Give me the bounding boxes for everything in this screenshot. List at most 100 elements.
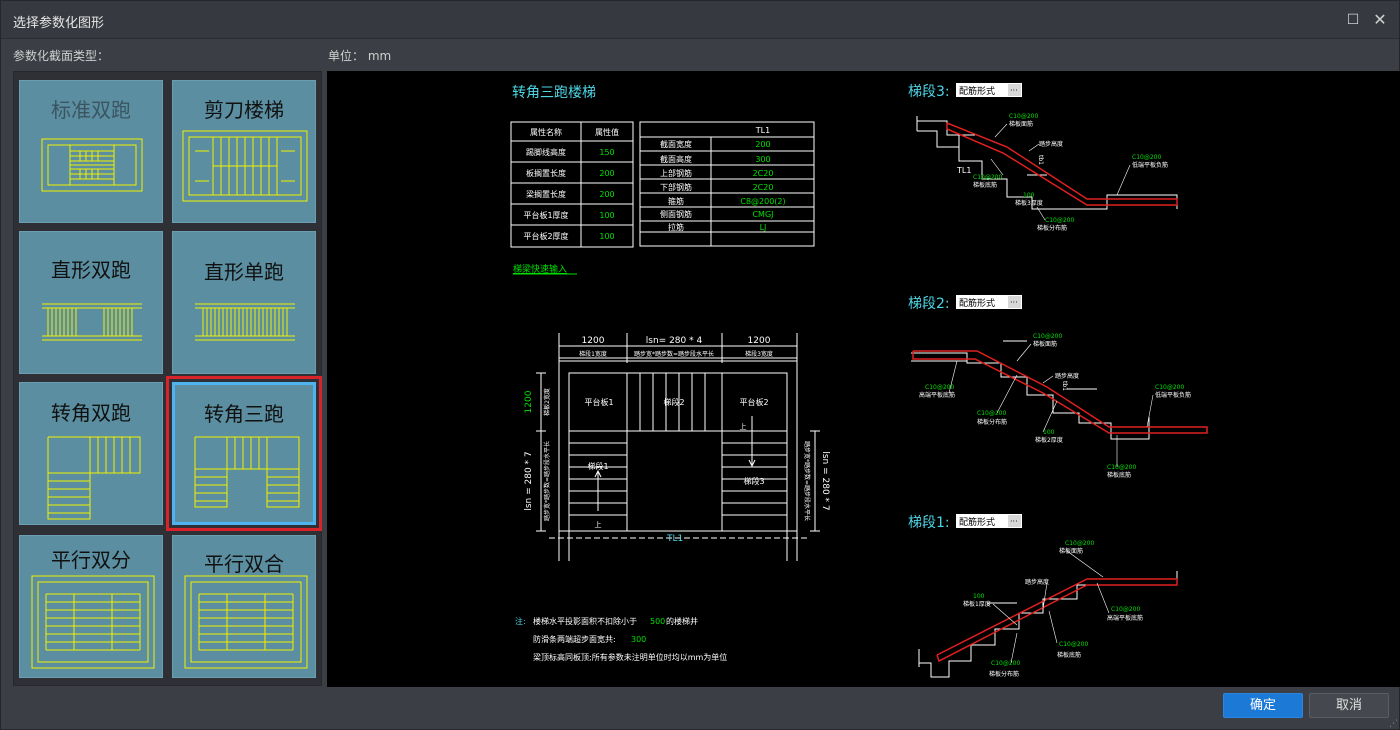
rebar-code: C10@200 <box>1132 154 1161 161</box>
rebar-code: C10@200 <box>991 660 1020 667</box>
rebar-desc: 梯板底筋 <box>1107 471 1131 479</box>
table1-cell: 踢脚线高度 <box>526 147 566 157</box>
section-label: 梯段1: <box>908 515 950 531</box>
quick-input-link[interactable]: 梯梁快速输入 <box>513 263 567 275</box>
table1-value[interactable]: 150 <box>599 148 614 157</box>
shape-grid: 标准双跑 剪刀楼梯 <box>13 71 322 686</box>
section2-rebar <box>912 350 1208 434</box>
stair-plan-icon <box>184 575 308 669</box>
tile-straight-single[interactable]: 直形单跑 <box>172 231 316 374</box>
rebar-desc: 高端平板底筋 <box>1107 614 1143 622</box>
up-mark: 上 <box>595 520 602 529</box>
note1-b: 的楼梯井 <box>666 616 698 626</box>
tile-label: 转角双跑 <box>51 401 131 425</box>
more-icon-glyph: ··· <box>1010 298 1018 307</box>
table1-cell: 平台板2厚度 <box>523 231 568 241</box>
tile-parallel-split[interactable]: 平行双分 <box>19 535 163 678</box>
table2-value[interactable]: C8@200(2) <box>740 197 785 206</box>
more-icon[interactable] <box>1008 515 1021 527</box>
note1-num: 500 <box>650 617 665 626</box>
maximize-icon[interactable]: ☐ <box>1346 12 1360 28</box>
more-icon-glyph: ··· <box>1010 86 1018 95</box>
stair-plan-icon <box>182 130 308 202</box>
rebar-desc: 梯板面筋 <box>1009 120 1033 128</box>
label-platform1: 平台板1 <box>584 397 613 407</box>
tile-label: 直形单跑 <box>204 260 284 284</box>
table1-value[interactable]: 100 <box>599 232 614 241</box>
more-icon[interactable] <box>1008 84 1021 96</box>
beam-label: TL1 <box>666 534 683 544</box>
tile-corner-double[interactable]: 转角双跑 <box>19 382 163 525</box>
beam-tag: TL1 <box>956 166 971 175</box>
thickness-tag: tb1 <box>1037 155 1044 165</box>
table2-cell: 上部钢筋 <box>660 168 692 178</box>
tile-standard-double[interactable]: 标准双跑 <box>19 80 163 223</box>
table2-value[interactable]: LJ <box>760 223 767 232</box>
table2-value[interactable]: 300 <box>755 155 770 164</box>
tile-straight-double[interactable]: 直形双跑 <box>19 231 163 374</box>
tile-label: 转角三跑 <box>204 402 284 426</box>
preview-title: 转角三跑楼梯 <box>512 85 596 101</box>
section2-leaders <box>948 343 1154 467</box>
rebar-code: C10@200 <box>1033 333 1062 340</box>
table2-cell: 截面高度 <box>660 154 692 164</box>
stair-plan-icon <box>41 138 143 192</box>
table1-value[interactable]: 200 <box>599 169 614 178</box>
table2-value[interactable]: 200 <box>755 140 770 149</box>
rebar-desc: 梯板3厚度 <box>1015 199 1043 207</box>
rebar-desc: 梯板2厚度 <box>1035 436 1063 444</box>
rebar-code: C10@200 <box>977 410 1006 417</box>
rebar-desc: 梯板底筋 <box>1057 651 1081 659</box>
dim-left-bottom: lsn = 280 * 7 <box>524 451 534 510</box>
tile-label: 标准双跑 <box>51 98 131 122</box>
section3-leaders <box>990 123 1131 221</box>
note-top-left: 梯段1宽度 <box>579 350 607 358</box>
window-title: 选择参数化图形 <box>13 16 105 31</box>
table2-cell: 截面宽度 <box>660 139 692 149</box>
rebar-desc: 梯板底筋 <box>973 181 997 189</box>
rebar-select[interactable] <box>956 83 1022 97</box>
note2-a: 防滑条两端超步面宽共: <box>533 634 616 644</box>
section1-profile <box>918 571 1178 678</box>
table2-value[interactable]: 2C20 <box>753 183 774 192</box>
rebar-code: C10@200 <box>1107 464 1136 471</box>
section1-leaders <box>992 550 1110 664</box>
dim-top-left: 1200 <box>582 336 605 346</box>
dim-left-top: 1200 <box>524 390 534 413</box>
dim-top-mid: lsn= 280 * 4 <box>646 336 703 346</box>
ok-button[interactable]: 确定 <box>1223 693 1303 718</box>
dim-left-bottom-note: 踏步宽*踏步数=踏步段水平长 <box>543 441 551 521</box>
section-type-label: 参数化截面类型： <box>13 49 110 63</box>
close-icon[interactable]: ✕ <box>1373 10 1387 29</box>
rebar-code: C10@200 <box>925 384 954 391</box>
table2-header: TL1 <box>755 126 770 135</box>
table2-value[interactable]: CMGJ <box>752 210 773 219</box>
rebar-select[interactable] <box>956 514 1022 528</box>
note-top-mid: 踏步宽*踏步数=踏步段水平长 <box>634 350 714 358</box>
rebar-code: 100 <box>973 593 985 600</box>
more-icon[interactable] <box>1008 296 1021 308</box>
more-icon-glyph: ··· <box>1010 517 1018 526</box>
thickness-tag: tb1 <box>1061 381 1068 391</box>
stair-plan <box>536 333 820 561</box>
tile-scissor-stair[interactable]: 剪刀楼梯 <box>172 80 316 223</box>
rebar-select-value: 配筋形式 <box>959 516 995 528</box>
tile-parallel-merge[interactable]: 平行双合 <box>172 535 316 678</box>
stair-plan-icon <box>31 575 155 669</box>
table2-value[interactable]: 2C20 <box>753 169 774 178</box>
preview-drawing: 转角三跑楼梯 属性名称 属性值 踢脚线高度 150 板搁置长度 200 梁搁置长… <box>510 83 1208 678</box>
tile-label: 平行双合 <box>204 552 284 576</box>
table1-value[interactable]: 100 <box>599 211 614 220</box>
section1-rebar <box>936 578 1178 663</box>
resize-grip-icon[interactable]: ⋰ <box>1389 719 1398 729</box>
tile-corner-triple[interactable]: 转角三跑 <box>166 376 322 531</box>
rebar-code: 100 <box>1023 192 1035 199</box>
tile-label: 剪刀楼梯 <box>204 98 284 122</box>
table1-cell: 板搁置长度 <box>526 168 566 178</box>
table1-cell: 平台板1厚度 <box>523 210 568 220</box>
table1-value[interactable]: 200 <box>599 190 614 199</box>
rebar-select[interactable] <box>956 295 1022 309</box>
cancel-button[interactable]: 取消 <box>1309 693 1389 718</box>
label-flight3: 梯段3 <box>743 476 764 486</box>
